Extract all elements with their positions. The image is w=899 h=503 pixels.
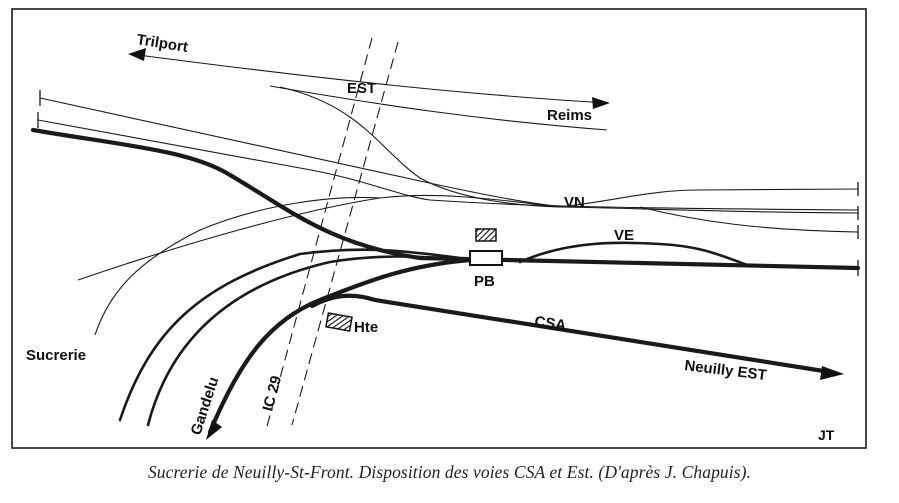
label-ve: VE (614, 227, 634, 244)
pb-building (469, 250, 503, 266)
gandelu-track (207, 257, 473, 435)
est-connection-curve (279, 86, 561, 208)
arrow-to-neuilly (820, 366, 844, 380)
label-sucrerie: Sucrerie (26, 347, 86, 364)
vn-upper-track (559, 188, 859, 208)
label-vn: VN (564, 194, 585, 211)
diagonal-thin-track (77, 194, 561, 281)
label-initials: JT (818, 427, 835, 443)
csa-track (309, 293, 833, 375)
hte-building (325, 312, 353, 332)
leftmost-curve-track (118, 248, 462, 422)
sucrerie-thin-track (94, 196, 381, 336)
label-pb: PB (474, 273, 495, 290)
arrow-to-trilport (128, 48, 146, 61)
label-est: EST (347, 80, 376, 97)
trilport-reims-lower-track (269, 85, 608, 131)
arrow-to-reims (592, 97, 610, 109)
ve-loop-track (518, 241, 752, 268)
figure-caption: Sucrerie de Neuilly-St-Front. Dispositio… (147, 462, 752, 482)
label-hte: Hte (354, 319, 378, 336)
vn-middle-track (559, 206, 859, 214)
main-thick-track (30, 127, 861, 271)
second-curve-track (146, 255, 472, 427)
diagram-frame (11, 8, 867, 449)
building-hatched (475, 228, 497, 242)
vn-lower-track (639, 206, 859, 233)
arrow-to-gandelu (206, 420, 222, 440)
ic29-road-right-edge (291, 41, 399, 426)
label-ic29: IC 29 (259, 374, 285, 413)
label-csa: CSA (533, 313, 567, 334)
upper-siding-track (39, 97, 566, 208)
label-reims: Reims (547, 107, 592, 124)
middle-siding-track (37, 119, 859, 211)
trilport-reims-upper-track (137, 54, 609, 104)
